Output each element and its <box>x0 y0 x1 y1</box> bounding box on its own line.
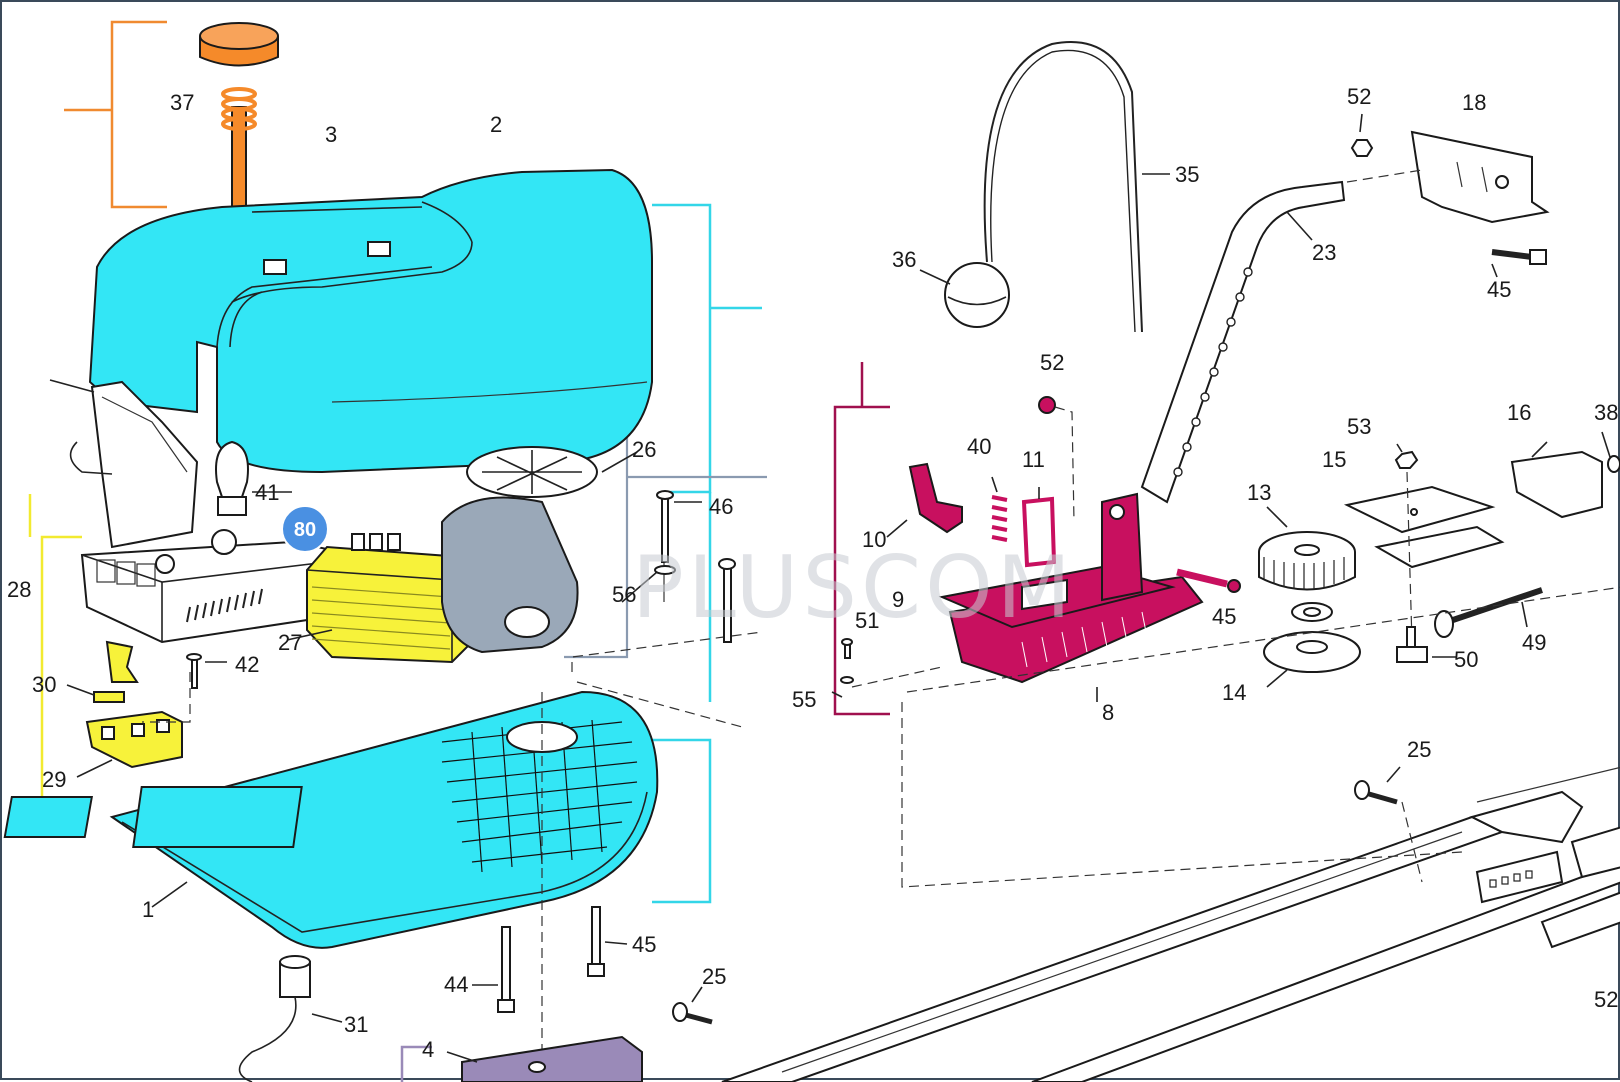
screw-25-bottom <box>672 986 713 1025</box>
bearing <box>1291 602 1333 622</box>
part-label-52-top: 52 <box>1347 84 1371 109</box>
part-label-36: 36 <box>892 247 916 272</box>
group-bracket-orange <box>64 20 167 209</box>
bracket-16 <box>1510 441 1603 519</box>
rail <box>721 766 1620 1082</box>
plate-4 <box>400 1035 643 1082</box>
release-cord <box>983 41 1170 333</box>
motor <box>441 446 638 654</box>
part-label-26: 26 <box>632 437 656 462</box>
part-label-25-rail: 25 <box>1407 737 1431 762</box>
nut-52-top <box>1350 113 1374 157</box>
part-label-25-bottom: 25 <box>702 964 726 989</box>
part-label-2: 2 <box>490 112 502 137</box>
part-label-35: 35 <box>1175 162 1199 187</box>
bolt-long <box>718 558 736 643</box>
nut-53 <box>1394 443 1419 643</box>
part-label-52-carriage: 52 <box>1040 350 1064 375</box>
part-label-41: 41 <box>255 480 279 505</box>
guide-11 <box>1021 487 1057 568</box>
part-labels: 37 3 2 35 52 18 36 23 45 52 26 41 46 40 … <box>7 84 1618 1062</box>
part-label-13: 13 <box>1247 480 1271 505</box>
door-bracket <box>1346 113 1550 278</box>
part-label-44: 44 <box>444 972 468 997</box>
motor-housing <box>49 379 199 549</box>
part-label-38: 38 <box>1594 400 1618 425</box>
spring <box>221 87 257 131</box>
part-label-31: 31 <box>344 1012 368 1037</box>
terminal-block <box>76 710 183 778</box>
part-label-51: 51 <box>855 608 879 633</box>
group-bracket-yellow <box>28 494 82 804</box>
carriage-lever <box>886 462 963 538</box>
part-label-30: 30 <box>32 672 56 697</box>
washer-14 <box>1263 631 1361 688</box>
watermark: PLUSCOM <box>632 538 1075 638</box>
part-label-15: 15 <box>1322 447 1346 472</box>
group-bracket-cyan <box>652 203 762 904</box>
part-label-3: 3 <box>325 122 337 147</box>
base-pan <box>3 690 659 949</box>
badge-label: 80 <box>294 519 316 541</box>
cap-assembly <box>199 22 279 223</box>
screw-45-carriage <box>1176 568 1241 593</box>
part-label-45-carriage: 45 <box>1212 604 1236 629</box>
part-label-28: 28 <box>7 577 31 602</box>
nut-52-carriage <box>1038 396 1075 523</box>
part-label-53: 53 <box>1347 414 1371 439</box>
part-label-23: 23 <box>1312 240 1336 265</box>
bolt-46 <box>654 490 702 575</box>
door-arm <box>1140 180 1346 504</box>
part-label-29: 29 <box>42 767 66 792</box>
part-label-4: 4 <box>422 1037 434 1062</box>
part-label-18: 18 <box>1462 90 1486 115</box>
spring-40 <box>991 476 1008 542</box>
gear-13 <box>1258 506 1356 591</box>
connector-31 <box>238 955 343 1082</box>
screw-25-rail <box>1354 766 1423 883</box>
part-label-1: 1 <box>142 897 154 922</box>
bolt-45-bottom <box>587 906 628 977</box>
bolt-45-top <box>1491 249 1547 278</box>
fuse <box>66 640 139 703</box>
screw-38 <box>1601 431 1620 473</box>
badge: 80 <box>281 505 329 553</box>
release-handle <box>919 262 1010 328</box>
part-label-56: 56 <box>612 582 636 607</box>
part-label-8: 8 <box>1102 700 1114 725</box>
carriage <box>938 492 1204 702</box>
screw-51-55 <box>831 638 943 698</box>
screw-42 <box>186 653 227 689</box>
bolt-44 <box>472 926 515 1013</box>
bolt-50 <box>1396 626 1457 663</box>
part-label-14: 14 <box>1222 680 1246 705</box>
part-label-27: 27 <box>278 630 302 655</box>
part-label-46: 46 <box>709 494 733 519</box>
part-label-10: 10 <box>862 527 886 552</box>
bulb <box>215 440 292 516</box>
part-label-42: 42 <box>235 652 259 677</box>
part-label-45-bottom: 45 <box>632 932 656 957</box>
control-box <box>80 529 334 644</box>
part-label-16: 16 <box>1507 400 1531 425</box>
part-label-11: 11 <box>1022 447 1045 472</box>
part-label-37: 37 <box>170 90 194 115</box>
part-label-9: 9 <box>892 587 904 612</box>
motor-cover <box>88 168 653 474</box>
part-label-52-rail: 52 <box>1594 987 1618 1012</box>
part-label-55: 55 <box>792 687 816 712</box>
part-label-40: 40 <box>967 434 991 459</box>
group-bracket-magenta <box>833 362 890 716</box>
mount-plate-15 <box>1343 485 1505 569</box>
part-label-49: 49 <box>1522 630 1546 655</box>
part-label-50: 50 <box>1454 647 1478 672</box>
part-label-45-top: 45 <box>1487 277 1511 302</box>
